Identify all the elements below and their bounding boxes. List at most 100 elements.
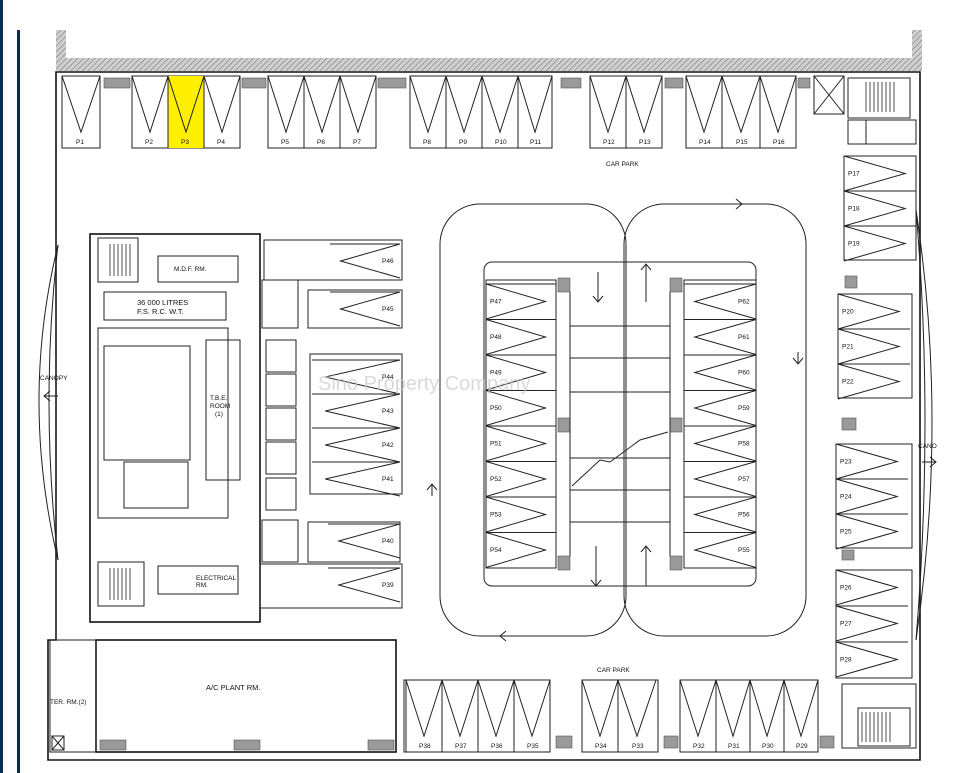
parking-space-p60[interactable]: P60 xyxy=(684,354,757,391)
parking-space-p52[interactable]: P52 xyxy=(485,461,556,497)
left-wall-stub xyxy=(56,30,66,60)
parking-space-p13[interactable]: P13 xyxy=(625,75,663,148)
parking-space-p6[interactable]: P6 xyxy=(303,75,341,148)
parking-space-p40[interactable]: P40 xyxy=(328,523,401,559)
parking-space-label: P62 xyxy=(738,299,750,306)
parking-space-p21[interactable]: P21 xyxy=(837,328,910,365)
car-park-label-bottom: CAR PARK xyxy=(597,667,630,674)
parking-space-p47[interactable]: P47 xyxy=(485,283,556,320)
parking-space-p7[interactable]: P7 xyxy=(339,75,377,148)
bottom-frames xyxy=(49,639,835,753)
parking-space-p5[interactable]: P5 xyxy=(267,75,305,148)
parking-space-p26[interactable]: P26 xyxy=(835,569,908,606)
parking-space-p33[interactable]: P33 xyxy=(617,679,657,752)
parking-space-label: P60 xyxy=(738,370,750,377)
parking-space-label: P18 xyxy=(848,206,860,213)
parking-space-p41[interactable]: P41 xyxy=(312,461,401,497)
parking-space-p62[interactable]: P62 xyxy=(684,283,757,320)
parking-space-label: P21 xyxy=(842,344,854,351)
top-right-core xyxy=(813,75,917,145)
parking-space-label: P28 xyxy=(840,657,852,664)
parking-space-p48[interactable]: P48 xyxy=(485,319,556,355)
parking-space-p8[interactable]: P8 xyxy=(409,75,447,148)
parking-space-label: P38 xyxy=(419,743,431,750)
tank-label-line2: F.S. R.C. W.T. xyxy=(137,307,184,316)
parking-space-label: P48 xyxy=(490,334,502,341)
parking-space-label: P20 xyxy=(842,309,854,316)
parking-space-p53[interactable]: P53 xyxy=(485,496,556,533)
parking-space-p49[interactable]: P49 xyxy=(485,354,556,391)
parking-space-p28[interactable]: P28 xyxy=(835,641,908,678)
parking-space-p56[interactable]: P56 xyxy=(684,496,757,533)
parking-space-p46[interactable]: P46 xyxy=(330,243,401,279)
parking-space-label: P24 xyxy=(840,494,852,501)
parking-space-p44[interactable]: P44 xyxy=(312,359,401,395)
parking-space-p23[interactable]: P23 xyxy=(835,443,908,480)
parking-space-label: P9 xyxy=(459,139,467,146)
parking-space-label: P54 xyxy=(490,547,502,554)
right-wall-stub xyxy=(912,30,922,60)
parking-space-p16[interactable]: P16 xyxy=(759,75,797,148)
parking-space-p51[interactable]: P51 xyxy=(485,425,556,462)
parking-space-p37[interactable]: P37 xyxy=(441,679,479,752)
parking-space-p18[interactable]: P18 xyxy=(843,190,916,227)
parking-space-p27[interactable]: P27 xyxy=(835,605,908,642)
lift-shafts xyxy=(265,339,297,511)
parking-space-label: P40 xyxy=(382,538,394,545)
arrows xyxy=(43,198,937,642)
parking-space-p19[interactable]: P19 xyxy=(843,225,916,262)
parking-space-p20[interactable]: P20 xyxy=(837,293,910,330)
parking-space-p38[interactable]: P38 xyxy=(405,679,443,752)
parking-space-label: P45 xyxy=(382,306,394,313)
parking-space-label: P29 xyxy=(796,743,808,750)
parking-space-label: P59 xyxy=(738,405,750,412)
parking-space-p42[interactable]: P42 xyxy=(312,427,401,463)
parking-space-p32[interactable]: P32 xyxy=(679,679,717,752)
parking-space-p25[interactable]: P25 xyxy=(835,513,908,550)
parking-space-p34[interactable]: P34 xyxy=(581,679,619,752)
parking-space-label: P34 xyxy=(595,743,607,750)
parking-space-p61[interactable]: P61 xyxy=(684,319,757,355)
parking-space-p17[interactable]: P17 xyxy=(843,155,916,192)
parking-space-label: P30 xyxy=(762,743,774,750)
parking-space-p45[interactable]: P45 xyxy=(330,291,401,327)
parking-space-p12[interactable]: P12 xyxy=(589,75,627,148)
parking-space-label: P42 xyxy=(382,442,394,449)
parking-space-label: P51 xyxy=(490,441,502,448)
parking-space-p3[interactable]: P3 xyxy=(167,75,205,148)
middle-left-frames xyxy=(259,239,403,609)
parking-space-p4[interactable]: P4 xyxy=(203,75,241,148)
parking-space-p9[interactable]: P9 xyxy=(445,75,483,148)
parking-space-p24[interactable]: P24 xyxy=(835,478,908,515)
parking-space-label: P15 xyxy=(736,139,748,146)
parking-space-label: P3 xyxy=(181,139,189,146)
parking-space-p30[interactable]: P30 xyxy=(749,679,785,752)
parking-space-p43[interactable]: P43 xyxy=(312,393,401,429)
electrical-room-line1: ELECTRICAL xyxy=(196,575,236,582)
parking-space-p54[interactable]: P54 xyxy=(485,532,556,568)
parking-space-p11[interactable]: P11 xyxy=(517,75,553,148)
parking-space-p29[interactable]: P29 xyxy=(783,679,819,752)
parking-space-p2[interactable]: P2 xyxy=(131,75,169,148)
parking-space-p15[interactable]: P15 xyxy=(721,75,761,148)
parking-space-label: P7 xyxy=(353,139,361,146)
frame-left-inner xyxy=(17,30,20,773)
parking-space-p36[interactable]: P36 xyxy=(477,679,515,752)
parking-space-label: P57 xyxy=(738,476,750,483)
parking-space-p55[interactable]: P55 xyxy=(684,532,757,568)
parking-space-p22[interactable]: P22 xyxy=(837,363,910,400)
parking-space-p57[interactable]: P57 xyxy=(684,461,757,497)
parking-space-p58[interactable]: P58 xyxy=(684,425,757,462)
parking-space-p14[interactable]: P14 xyxy=(685,75,723,148)
parking-space-label: P44 xyxy=(382,374,394,381)
parking-space-p1[interactable]: P1 xyxy=(61,75,101,148)
parking-space-p35[interactable]: P35 xyxy=(513,679,551,752)
parking-space-label: P39 xyxy=(382,582,394,589)
parking-space-p31[interactable]: P31 xyxy=(715,679,751,752)
top-columns xyxy=(103,77,811,89)
parking-space-p59[interactable]: P59 xyxy=(684,390,757,426)
parking-space-p50[interactable]: P50 xyxy=(485,390,556,426)
parking-space-p39[interactable]: P39 xyxy=(328,567,401,603)
parking-space-p10[interactable]: P10 xyxy=(481,75,519,148)
